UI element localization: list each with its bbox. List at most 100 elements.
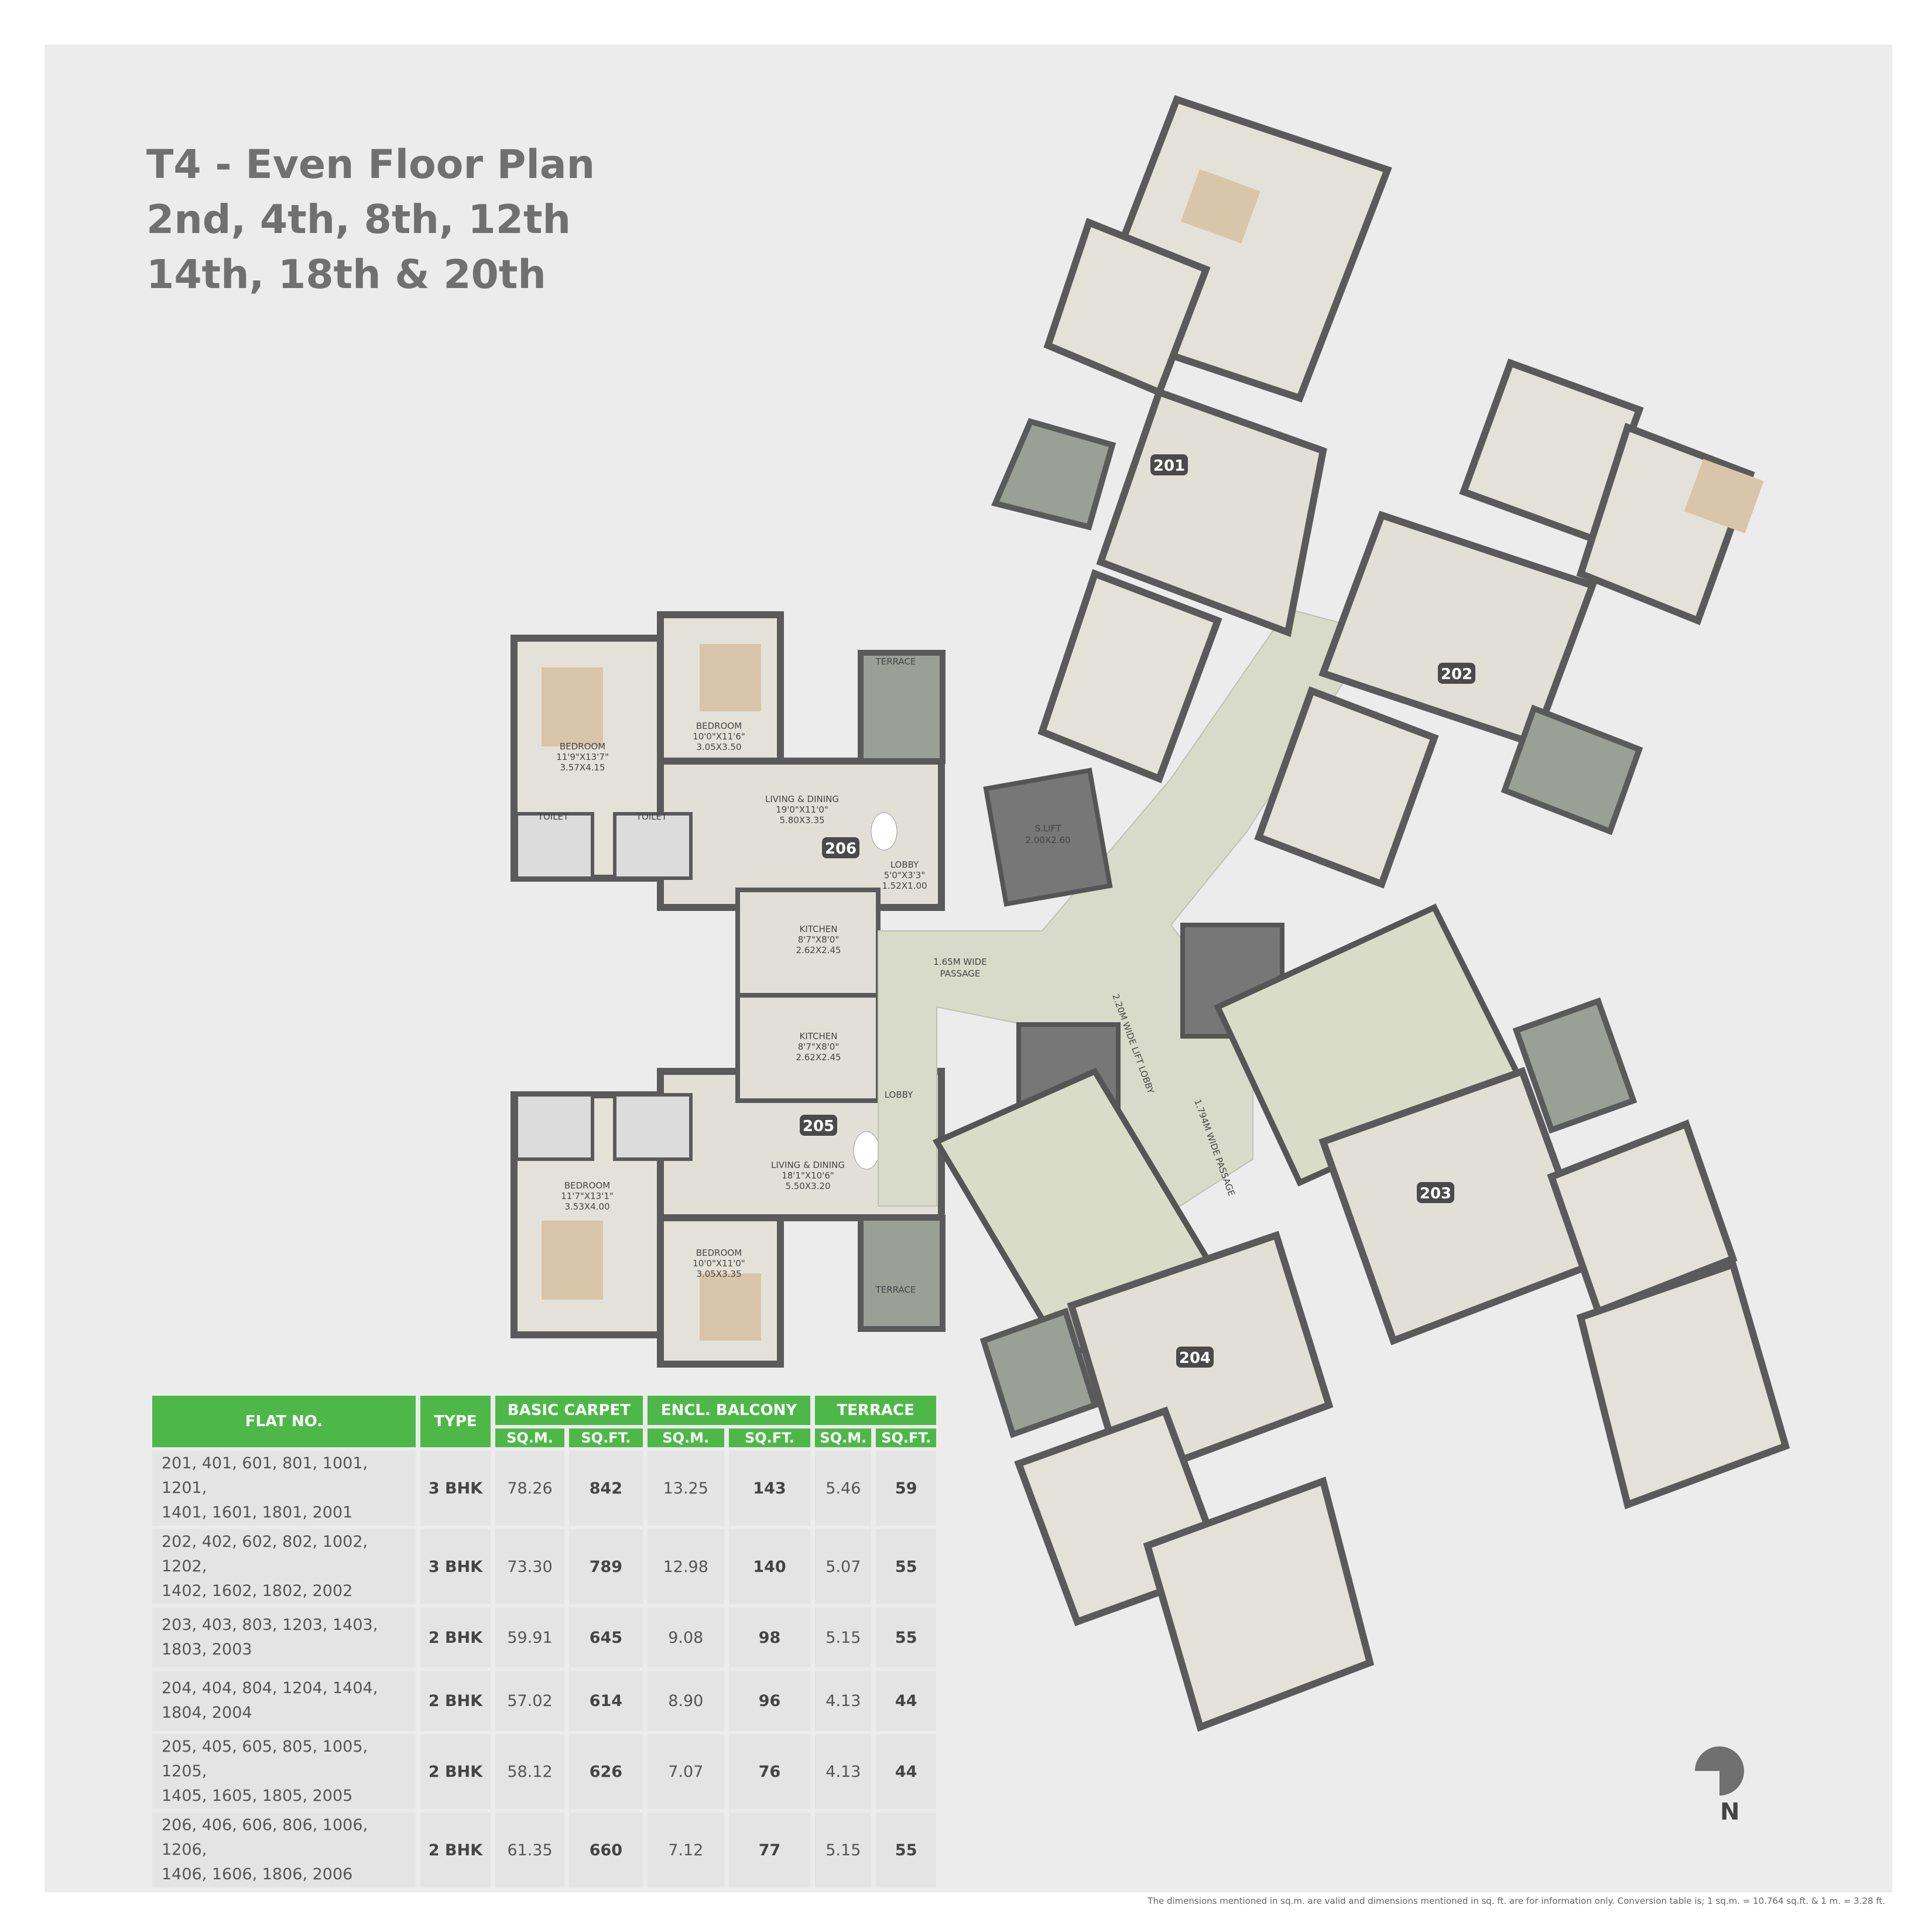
flat-type: 2 BHK — [420, 1813, 491, 1888]
carpet-sqm: 73.30 — [495, 1529, 565, 1604]
label-206-lobby: LOBBY — [890, 859, 919, 870]
unit-201-bedroom-3 — [1037, 569, 1222, 783]
col-flat-no: FLAT NO. — [152, 1396, 416, 1447]
balcony-sqm: 12.98 — [647, 1529, 724, 1604]
flat-numbers-line-1: 205, 405, 605, 805, 1005, 1205, — [162, 1738, 368, 1780]
unit-badges: 201 202 203 204 205 206 — [800, 454, 1475, 1368]
label-206-toilet-2: TOILET — [636, 811, 667, 822]
lower-right-wing — [979, 997, 1790, 1732]
service-lift — [983, 768, 1113, 907]
label-206-bedroom-1-dims: 11'9"X13'7" — [556, 752, 609, 762]
flat-type: 3 BHK — [420, 1529, 491, 1604]
label-206-kitchen: KITCHEN — [800, 924, 838, 934]
unit-202-bedroom-3 — [1254, 686, 1439, 889]
label-205-bedroom-2-dims: 10'0"X11'0" — [693, 1258, 745, 1269]
label-206-kitchen-metric: 2.62X2.45 — [796, 945, 841, 955]
col-carpet-sqft: SQ.FT. — [569, 1429, 643, 1447]
flat-numbers-line-2: 1406, 1606, 1806, 2006 — [162, 1865, 353, 1883]
unit-201-bed-1 — [1180, 169, 1260, 244]
badge-201 — [1150, 454, 1188, 475]
col-balcony-sqm: SQ.M. — [647, 1429, 724, 1447]
unit-206-table — [871, 812, 898, 851]
col-terrace-sqm: SQ.M. — [815, 1429, 872, 1447]
service-lift-label: S.LIFT — [1035, 823, 1061, 834]
unit-206-toilet-1 — [515, 812, 594, 880]
carpet-sqm: 58.12 — [495, 1734, 565, 1809]
label-205-living-dims: 18'1"X10'6" — [782, 1170, 834, 1181]
unit-203-bedroom-1 — [1547, 1119, 1738, 1316]
carpet-sqft: 626 — [569, 1734, 643, 1809]
flat-numbers: 206, 406, 606, 806, 1006, 1206, 1406, 160… — [152, 1813, 416, 1888]
flat-type: 2 BHK — [420, 1608, 491, 1667]
terrace-sqft: 55 — [876, 1813, 936, 1888]
unit-205-toilet-2 — [613, 1093, 693, 1161]
unit-203-bedroom-2 — [1576, 1260, 1790, 1509]
unit-205-toilet-1 — [515, 1093, 594, 1161]
badge-206 — [822, 837, 859, 858]
unit-203-terrace — [1512, 997, 1638, 1134]
carpet-sqm: 78.26 — [495, 1451, 565, 1526]
balcony-sqm: 7.12 — [647, 1813, 724, 1888]
label-206-lobby-metric: 1.52X1.00 — [882, 881, 927, 891]
label-206-living-metric: 5.80X3.35 — [779, 815, 824, 825]
label-205-lobby: LOBBY — [885, 1090, 913, 1100]
terrace-sqm: 5.15 — [815, 1608, 872, 1667]
col-encl-balcony: ENCL. BALCONY — [647, 1396, 811, 1425]
unit-205-terrace — [858, 1215, 946, 1332]
badge-203-text: 203 — [1420, 1185, 1451, 1203]
label-205-bedroom-2-metric: 3.05X3.35 — [696, 1269, 741, 1279]
label-205-kitchen-metric: 2.62X2.45 — [796, 1052, 841, 1063]
unit-206-bed-2 — [700, 644, 761, 711]
balcony-sqm: 9.08 — [647, 1608, 724, 1667]
col-terrace-sqft: SQ.FT. — [876, 1429, 936, 1447]
terrace-sqft: 59 — [876, 1451, 936, 1526]
passage-label-2: PASSAGE — [940, 968, 981, 979]
terrace-sqm: 4.13 — [815, 1734, 872, 1809]
flat-numbers-line-1: 206, 406, 606, 806, 1006, 1206, — [162, 1816, 368, 1859]
label-205-bedroom-1-dims: 11'7"X13'1" — [561, 1191, 614, 1201]
label-205-living: LIVING & DINING — [771, 1160, 845, 1170]
table-row: 206, 406, 606, 806, 1006, 1206, 1406, 160… — [152, 1813, 936, 1888]
balcony-sqm: 7.07 — [647, 1734, 724, 1809]
balcony-sqft: 77 — [728, 1813, 811, 1888]
label-206-toilet-1: TOILET — [537, 811, 569, 822]
table-row: 204, 404, 804, 1204, 1404,1804, 2004 2 B… — [152, 1671, 936, 1731]
label-206-living-dims: 19'0"X11'0" — [776, 804, 828, 815]
table-row: 203, 403, 803, 1203, 1403,1803, 2003 2 B… — [152, 1608, 936, 1667]
col-type: TYPE — [420, 1396, 491, 1447]
label-205-terrace: TERRACE — [875, 1284, 916, 1295]
title-line-1: T4 - Even Floor Plan — [146, 142, 595, 188]
table-row: 201, 401, 601, 801, 1001, 1201,1401, 160… — [152, 1451, 936, 1526]
balcony-sqm: 8.90 — [647, 1671, 724, 1731]
balcony-sqft: 96 — [728, 1671, 811, 1731]
unit-202-bed-1 — [1684, 459, 1764, 533]
terrace-sqft: 55 — [876, 1529, 936, 1604]
label-206-bedroom-1-metric: 3.57X4.15 — [560, 762, 605, 773]
flat-numbers-line-2: 1405, 1605, 1805, 2005 — [162, 1787, 353, 1805]
flat-type: 2 BHK — [420, 1734, 491, 1809]
flat-numbers-line-2: 1804, 2004 — [162, 1704, 252, 1722]
balcony-sqft: 76 — [728, 1734, 811, 1809]
terrace-sqft: 44 — [876, 1734, 936, 1809]
terrace-sqft: 55 — [876, 1608, 936, 1667]
label-206-kitchen-dims: 8'7"X8'0" — [798, 934, 840, 945]
central-corridor: 1.65M WIDE PASSAGE 2.20M WIDE LIFT LOBBY… — [878, 608, 1526, 1362]
flat-numbers: 202, 402, 602, 802, 1002, 1202,1402, 160… — [152, 1529, 416, 1604]
passage-label: 1.65M WIDE — [933, 957, 986, 967]
label-206-bedroom-2-metric: 3.05X3.50 — [696, 742, 741, 752]
carpet-sqft: 842 — [569, 1451, 643, 1526]
plan-title: T4 - Even Floor Plan 2nd, 4th, 8th, 12th… — [146, 138, 595, 303]
title-line-2: 2nd, 4th, 8th, 12th — [146, 197, 571, 243]
badge-201-text: 201 — [1153, 457, 1185, 475]
badge-205-text: 205 — [803, 1118, 834, 1135]
terrace-sqm: 5.07 — [815, 1529, 872, 1604]
flat-type: 3 BHK — [420, 1451, 491, 1526]
flat-numbers: 203, 403, 803, 1203, 1403,1803, 2003 — [152, 1608, 416, 1667]
service-lift-dims: 2.00X2.60 — [1025, 835, 1070, 845]
carpet-sqft: 645 — [569, 1608, 643, 1667]
badge-206-text: 206 — [825, 840, 857, 858]
unit-204-bedroom-2 — [1143, 1477, 1375, 1732]
label-205-living-metric: 5.50X3.20 — [785, 1181, 830, 1191]
unit-205-kitchen — [735, 993, 881, 1103]
